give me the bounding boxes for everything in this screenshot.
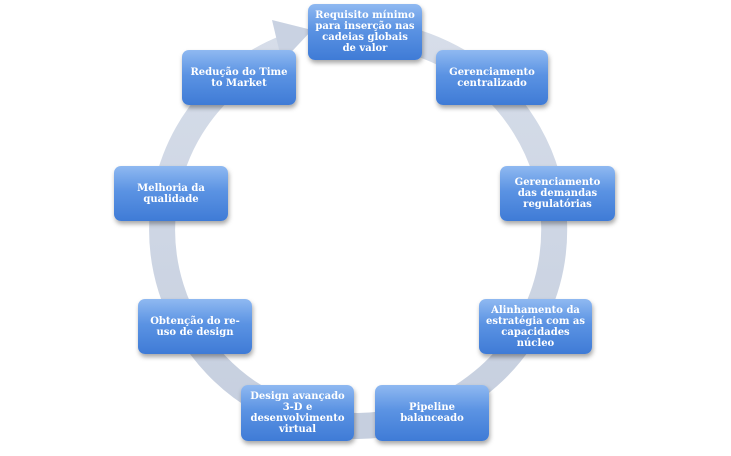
cycle-node-melhoria-qualidade: Melhoria da qualidade [114, 166, 228, 221]
cycle-node-label: Melhoria da qualidade [137, 182, 205, 205]
cycle-node-pipeline-balanceado: Pipeline balanceado [375, 385, 489, 441]
cycle-node-design-avancado: Design avançado 3-D e desenvolvimento vi… [241, 385, 354, 441]
cycle-node-gerenciamento-centralizado: Gerenciamento centralizado [436, 50, 548, 105]
cycle-node-demandas-regulatorias: Gerenciamento das demandas regulatórias [500, 166, 615, 221]
cycle-node-reuso-design: Obtenção do re-uso de design [138, 299, 252, 354]
cycle-node-label: Requisito mínimo para inserção nas cadei… [315, 10, 415, 54]
cycle-node-label: Obtenção do re-uso de design [150, 315, 240, 338]
cycle-node-label: Gerenciamento das demandas regulatórias [514, 177, 601, 210]
cycle-node-label: Gerenciamento centralizado [449, 66, 535, 89]
cycle-node-requisito-minimo: Requisito mínimo para inserção nas cadei… [308, 4, 422, 60]
cycle-node-label: Redução do Time to Market [190, 66, 288, 89]
cycle-node-label: Alinhamento da estratégia com as capacid… [485, 304, 586, 349]
cycle-node-label: Pipeline balanceado [400, 402, 464, 424]
cycle-node-time-to-market: Redução do Time to Market [182, 50, 296, 105]
cycle-node-alinhamento-estrategia: Alinhamento da estratégia com as capacid… [479, 299, 592, 354]
cycle-node-label: Design avançado 3-D e desenvolvimento vi… [250, 391, 345, 435]
